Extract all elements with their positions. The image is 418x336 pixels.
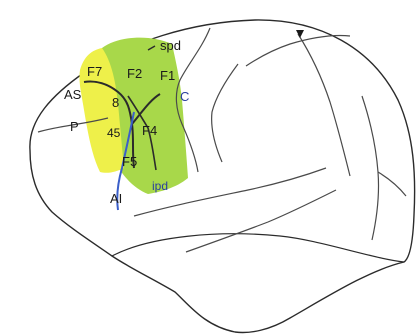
area-label-F1: F1 xyxy=(160,68,175,83)
midline-marker-icon xyxy=(296,30,304,38)
sulcus-label-C: C xyxy=(180,89,189,104)
sulcus-label-spd: spd xyxy=(160,38,181,53)
superior-temporal-sulcus xyxy=(186,190,336,252)
area-label-F7: F7 xyxy=(87,64,102,79)
posterior-sulcus-1 xyxy=(212,64,238,162)
area-label-F5: F5 xyxy=(122,154,137,169)
occipital-spur xyxy=(378,172,406,196)
area-label-F4: F4 xyxy=(142,123,157,138)
sulcus-label-AI: AI xyxy=(110,191,122,206)
area-label-45: 45 xyxy=(107,126,121,140)
lunate-sulcus xyxy=(298,34,350,176)
intraparietal-sulcus xyxy=(246,35,350,66)
sulcus-label-AS: AS xyxy=(64,87,82,102)
temporal-notch xyxy=(112,234,404,262)
occipital-sulcus xyxy=(362,96,379,240)
sulcus-label-P: P xyxy=(70,119,79,134)
area-label-F2: F2 xyxy=(127,66,142,81)
area-label-8: 8 xyxy=(112,95,119,110)
sulcus-label-ipd: ipd xyxy=(152,179,168,193)
